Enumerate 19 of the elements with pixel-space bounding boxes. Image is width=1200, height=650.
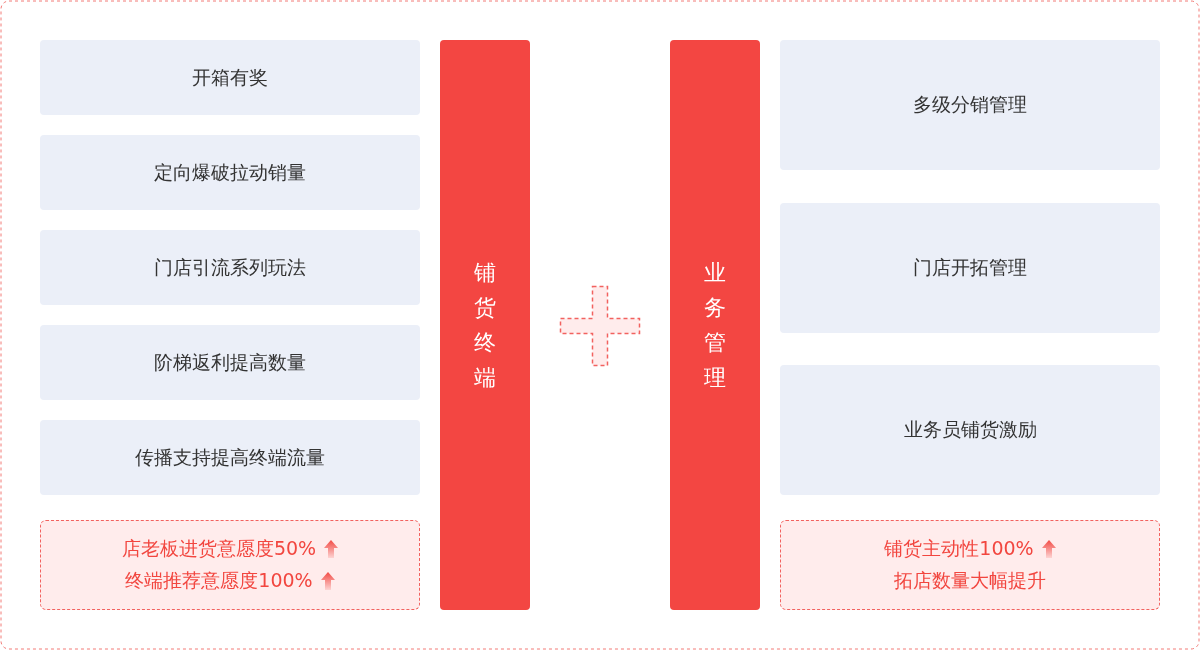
box-label: 定向爆破拉动销量 xyxy=(154,159,306,185)
box-label: 业务员铺货激励 xyxy=(903,417,1037,442)
result-box xyxy=(780,520,1160,610)
box-label: 开箱有奖 xyxy=(192,64,268,90)
bar-label: 铺货终端 xyxy=(473,259,497,392)
bar-label: 业务管理 xyxy=(703,259,727,392)
box-label: 传播支持提高终端流量 xyxy=(135,444,325,470)
result-text: 铺货主动性100% xyxy=(884,536,1034,561)
result-text: 店老板进货意愿度50% xyxy=(121,536,317,561)
category-bar xyxy=(670,40,760,610)
result-box xyxy=(40,520,420,610)
box-label: 门店开拓管理 xyxy=(913,255,1027,280)
box-label: 多级分销管理 xyxy=(913,92,1027,117)
result-text: 拓店数量大幅提升 xyxy=(894,568,1046,593)
result-text: 终端推荐意愿度100% xyxy=(125,568,313,593)
plus-sign xyxy=(559,285,641,367)
category-bar xyxy=(440,40,530,610)
box-label: 阶梯返利提高数量 xyxy=(154,349,306,375)
box-label: 门店引流系列玩法 xyxy=(154,254,306,280)
